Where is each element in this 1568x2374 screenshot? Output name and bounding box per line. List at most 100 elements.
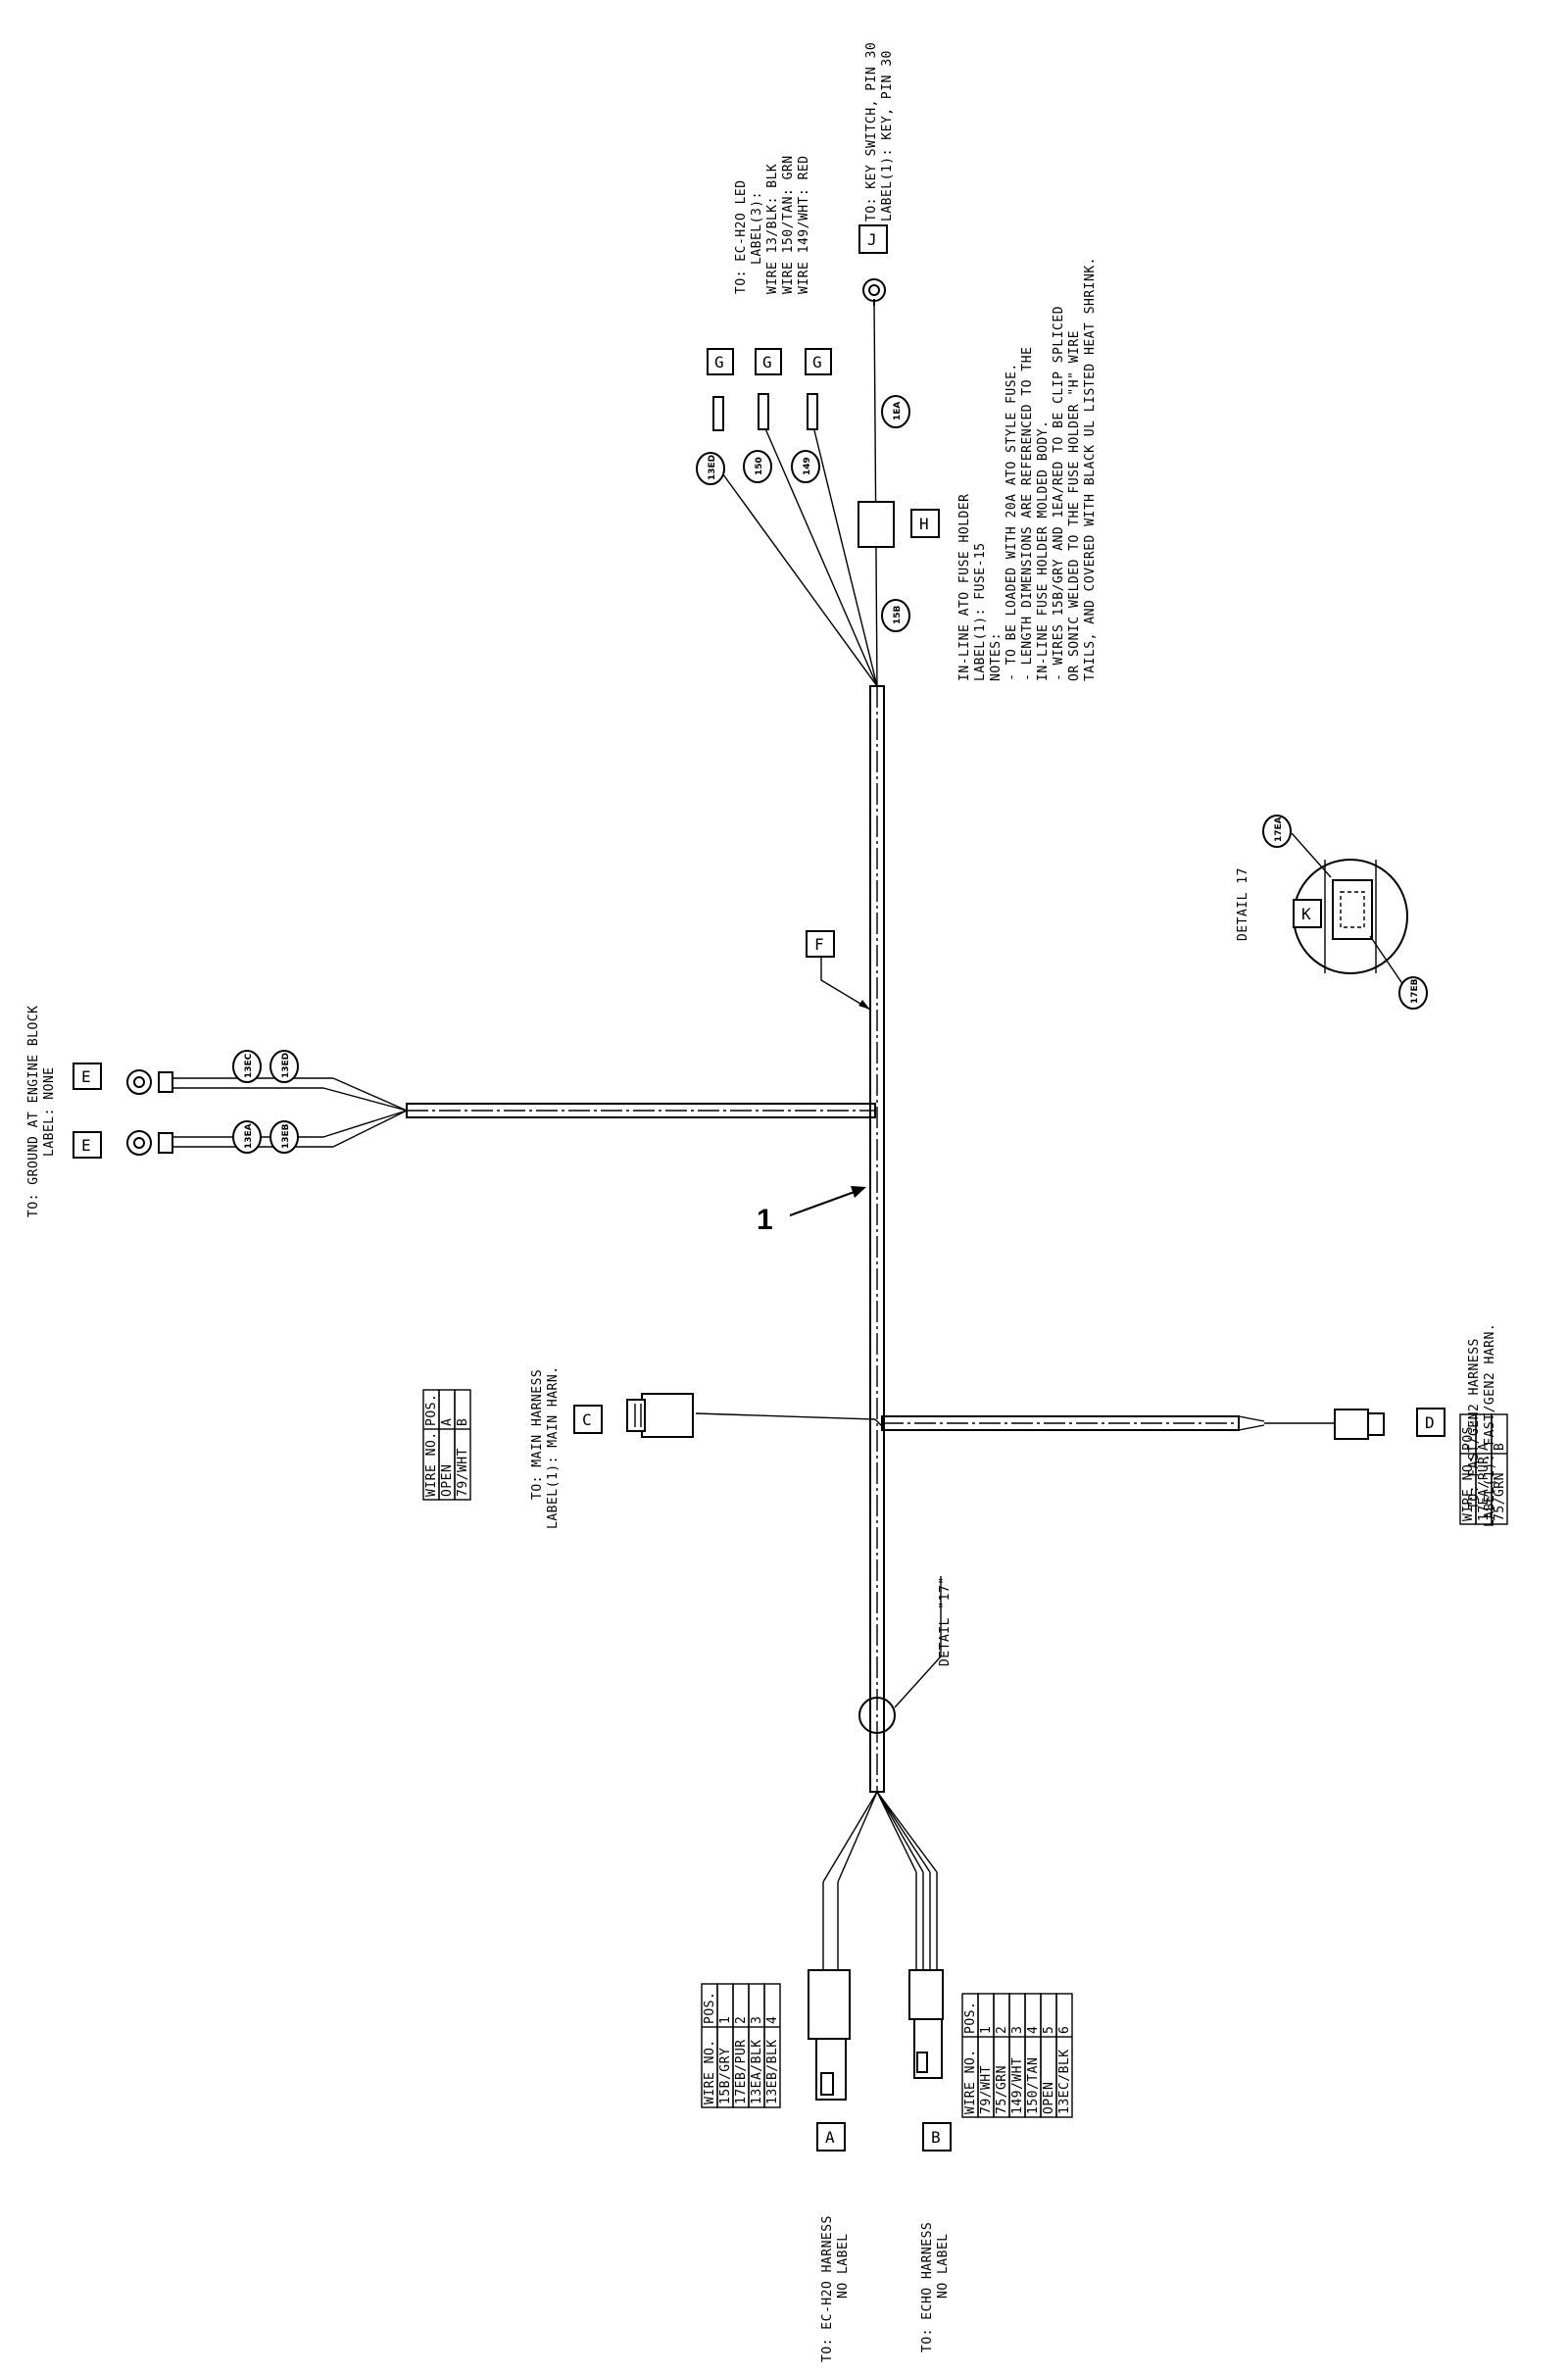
- table-row: [1055, 1993, 1073, 2118]
- branch-d: [881, 1409, 1385, 1440]
- table-b: WIRE NO.POS.79/WHT175/GRN2149/WHT3150/TA…: [961, 1993, 1073, 2118]
- table-cell-pos: POS.: [1461, 1418, 1476, 1451]
- connector-b: [908, 1969, 944, 2020]
- bottom-breakout: [808, 1791, 944, 2101]
- table-cell-wire: 150/TAN: [1026, 2057, 1041, 2114]
- table-cell-wire: 17EA/PUR: [1477, 1456, 1492, 1521]
- table-cell-wire: 13EA/BLK: [750, 2039, 764, 2104]
- bubble-13ed: 13ED: [281, 1053, 291, 1078]
- label-g-2: G: [762, 353, 772, 371]
- ec-h2o-harness-text: TO: EC-H2O HARNESS NO LABEL: [820, 2215, 851, 2362]
- table-row: [454, 1389, 471, 1501]
- table-row: [1491, 1413, 1508, 1525]
- bubble-13ed-g: 13ED: [708, 455, 717, 480]
- echo-harness-line-1: TO: ECHO HARNESS: [920, 2222, 935, 2352]
- ring-terminal-e1: [126, 1069, 152, 1095]
- main-harness-line-1: TO: MAIN HARNESS: [530, 1369, 545, 1500]
- ground-line-2: LABEL: NONE: [42, 1066, 57, 1157]
- bubble-1ea: 1EA: [893, 402, 903, 420]
- table-cell-pos: A: [1477, 1443, 1492, 1451]
- label-h: H: [919, 515, 929, 533]
- label-d: D: [1425, 1413, 1435, 1432]
- led-line-2: LABEL(3):: [750, 191, 764, 265]
- table-cell-pos: 3: [1010, 2026, 1025, 2034]
- table-cell-wire: OPEN: [440, 1464, 455, 1497]
- table-cell-wire: WIRE NO.: [963, 2049, 978, 2114]
- connector-d: [1334, 1409, 1369, 1440]
- table-row: [763, 1983, 781, 2108]
- table-cell-pos: A: [440, 1418, 455, 1426]
- table-cell-pos: POS.: [703, 1992, 717, 2024]
- label-g-1: G: [714, 353, 724, 371]
- main-harness-line-2: LABEL(1): MAIN HARN.: [546, 1365, 561, 1529]
- table-cell-wire: 75/GRN: [995, 2065, 1009, 2114]
- table-cell-pos: 5: [1042, 2026, 1056, 2034]
- detail-17-callout: DETAIL "17": [938, 1576, 953, 1666]
- g-connector-2: [758, 393, 769, 430]
- bubble-149: 149: [803, 457, 812, 475]
- bubble-150: 150: [755, 457, 764, 475]
- main-harness-text: TO: MAIN HARNESS LABEL(1): MAIN HARN.: [530, 1365, 561, 1529]
- table-cell-wire: 17EB/PUR: [734, 2039, 749, 2104]
- label-g-3: G: [812, 353, 822, 371]
- bubble-13ec: 13EC: [244, 1053, 254, 1078]
- table-cell-pos: 4: [765, 2016, 780, 2024]
- fuse-note-3: - TO BE LOADED WITH 20A ATO STYLE FUSE.: [1004, 363, 1019, 681]
- detail-17-k-box: [1293, 899, 1322, 928]
- table-cell-wire: 13EB/BLK: [765, 2039, 780, 2104]
- label-e-1: E: [81, 1067, 91, 1086]
- echo-harness-line-2: NO LABEL: [936, 2233, 951, 2299]
- table-cell-wire: WIRE NO.: [424, 1431, 439, 1497]
- label-c: C: [582, 1410, 592, 1429]
- led-line-3: WIRE 13/BLK: BLK: [765, 164, 780, 294]
- led-line-5: WIRE 149/WHT: RED: [797, 155, 811, 294]
- ec-h2o-led-text: TO: EC-H2O LED LABEL(3): WIRE 13/BLK: BL…: [734, 155, 811, 294]
- table-cell-wire: OPEN: [1042, 2082, 1056, 2114]
- table-cell-wire: WIRE NO.: [1461, 1456, 1476, 1521]
- table-cell-pos: 2: [734, 2016, 749, 2024]
- table-cell-pos: B: [1493, 1443, 1507, 1451]
- bubble-13ea: 13EA: [244, 1123, 254, 1149]
- table-cell-wire: 13EC/BLK: [1057, 2049, 1072, 2114]
- detail-17-marker: [858, 1697, 896, 1734]
- led-line-4: WIRE 150/TAN: GRN: [781, 155, 796, 294]
- table-cell-pos: B: [456, 1418, 470, 1426]
- fuse-note-8: TAILS, AND COVERED WITH BLACK UL LISTED …: [1083, 257, 1098, 681]
- table-cell-wire: 75/GRN: [1493, 1472, 1507, 1521]
- ground-text: TO: GROUND AT ENGINE BLOCK LABEL: NONE: [26, 1006, 57, 1218]
- table-cell-pos: 1: [979, 2026, 994, 2034]
- bubble-15b: 15B: [893, 605, 903, 624]
- key-switch-text: TO: KEY SWITCH, PIN 30 LABEL(1): KEY, PI…: [864, 42, 895, 222]
- bubble-17ea: 17EA: [1274, 816, 1284, 842]
- fuse-note-0: IN-LINE ATO FUSE HOLDER: [957, 493, 972, 681]
- ring-terminal-e2: [126, 1130, 152, 1156]
- g-connector-1: [712, 396, 724, 431]
- label-f: F: [814, 935, 824, 954]
- echo-harness-text: TO: ECHO HARNESS NO LABEL: [920, 2222, 951, 2352]
- fast-gen2-text: TO: FAST/GEN2 HARNESS LABEL(1): FAST/GEN…: [1467, 1323, 1497, 1527]
- fuse-holder-h: [858, 501, 895, 548]
- fuse-note-5: IN-LINE FUSE HOLDER MOLDED BODY.: [1036, 420, 1051, 681]
- table-cell-wire: WIRE NO.: [703, 2039, 717, 2104]
- callout-1: 1: [757, 1204, 773, 1236]
- letter-labels: E E F C D A B G G G H J: [73, 224, 1446, 2151]
- top-breakout: [712, 278, 895, 687]
- label-e-2: E: [81, 1136, 91, 1155]
- table-a: WIRE NO.POS.15B/GRY117EB/PUR213EA/BLK313…: [701, 1983, 781, 2108]
- label-b: B: [931, 2128, 941, 2147]
- fuse-note-7: OR SONIC WELDED TO THE FUSE HOLDER "H" W…: [1067, 330, 1082, 681]
- fuse-note-4: - LENGTH DIMENSIONS ARE REFERENCED TO TH…: [1020, 347, 1035, 681]
- table-cell-pos: 4: [1026, 2026, 1041, 2034]
- detail-17-title: DETAIL 17: [1236, 867, 1250, 941]
- table-cell-pos: 2: [995, 2026, 1009, 2034]
- fuse-note-2: NOTES:: [989, 632, 1004, 681]
- table-cell-pos: POS.: [963, 2002, 978, 2034]
- table-cell-wire: 15B/GRY: [718, 2048, 733, 2104]
- fuse-note-6: - WIRES 15B/GRY AND 1EA/RED TO BE CLIP S…: [1052, 306, 1066, 681]
- table-cell-wire: 149/WHT: [1010, 2057, 1025, 2114]
- connector-c: [641, 1393, 694, 1438]
- main-trunk: [869, 685, 885, 1793]
- table-cell-wire: 79/WHT: [456, 1448, 470, 1497]
- wire-bubbles: 13EC 13ED 13EA 13EB 13ED 150 149 1EA 15B…: [232, 395, 1428, 1154]
